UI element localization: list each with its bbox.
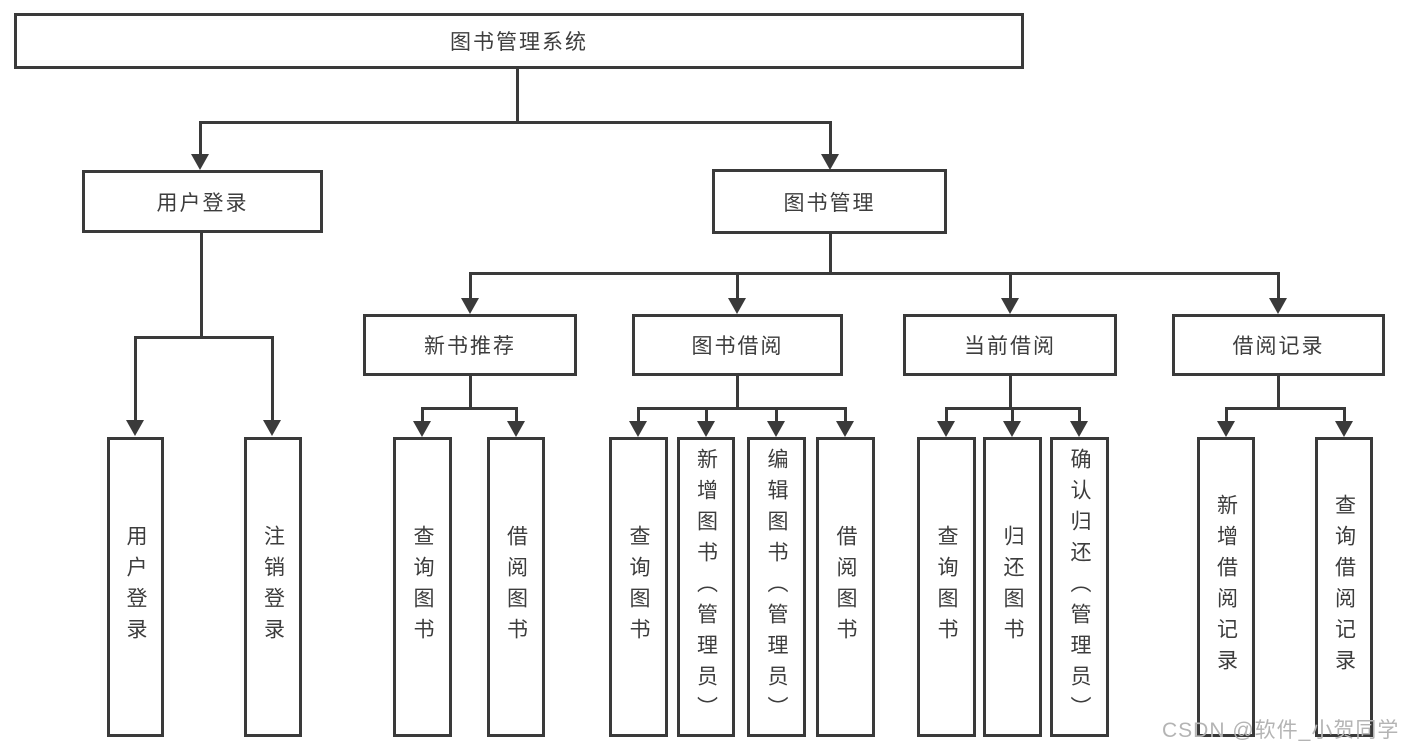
node-book-management-label: 图书管理	[783, 191, 876, 215]
arrow-to-current-borrow	[1001, 298, 1019, 314]
leaf-records-query: 查询借阅记录	[1315, 437, 1373, 737]
arrow-to-leaf-login	[126, 420, 144, 436]
connector-drop-rc1	[1225, 407, 1228, 423]
leaf-logout: 注销登录	[244, 437, 302, 737]
leaf-user-login-label: 用户登录	[124, 525, 147, 649]
connector-drop-book-mgmt	[829, 121, 832, 155]
node-current-borrow: 当前借阅	[903, 314, 1117, 376]
arrow-to-cr3	[1070, 421, 1088, 437]
connector-drop-bw1	[637, 407, 640, 423]
leaf-borrow-edit-book: 编辑图书（管理员）	[747, 437, 806, 737]
connector-newbook-rail	[421, 407, 517, 410]
leaf-borrow-add-book: 新增图书（管理员）	[677, 437, 735, 737]
leaf-current-query: 查询图书	[917, 437, 976, 737]
arrow-to-bw3	[767, 421, 785, 437]
leaf-current-return: 归还图书	[983, 437, 1042, 737]
leaf-records-query-label: 查询借阅记录	[1332, 494, 1356, 680]
arrow-to-leaf-logout	[263, 420, 281, 436]
arrow-to-bw4	[836, 421, 854, 437]
node-current-borrow-label: 当前借阅	[964, 335, 1056, 358]
arrow-to-cr1	[937, 421, 955, 437]
connector-drop-cr2	[1011, 407, 1014, 423]
connector-drop-borrow-records	[1277, 272, 1280, 298]
connector-user-rail	[134, 336, 274, 339]
leaf-newbook-borrow: 借阅图书	[487, 437, 545, 737]
arrow-to-bw2	[697, 421, 715, 437]
arrow-to-book-mgmt	[821, 154, 839, 170]
arrow-to-bw1	[629, 421, 647, 437]
connector-drop-cr3	[1078, 407, 1081, 423]
node-borrow-records-label: 借阅记录	[1232, 335, 1325, 358]
arrow-to-new-book	[461, 298, 479, 314]
leaf-borrow-query: 查询图书	[609, 437, 668, 737]
connector-records-stem	[1277, 376, 1280, 407]
connector-drop-bw4	[844, 407, 847, 423]
connector-borrow-stem	[736, 376, 739, 407]
connector-root-stem	[516, 69, 519, 121]
node-book-borrow: 图书借阅	[632, 314, 843, 376]
leaf-logout-label: 注销登录	[261, 525, 285, 649]
connector-current-stem	[1009, 376, 1012, 407]
node-root-label: 图书管理系统	[450, 31, 588, 54]
leaf-records-add: 新增借阅记录	[1197, 437, 1255, 737]
connector-level1-rail	[199, 121, 832, 124]
connector-drop-rc2	[1343, 407, 1346, 423]
connector-drop-leaf-login	[134, 336, 137, 420]
connector-records-rail	[1225, 407, 1345, 410]
leaf-current-query-label: 查询图书	[935, 525, 958, 649]
leaf-newbook-borrow-label: 借阅图书	[504, 525, 528, 649]
node-new-book-recommend-label: 新书推荐	[424, 335, 516, 358]
connector-drop-new-book	[469, 272, 472, 298]
connector-drop-user-login	[199, 121, 202, 155]
leaf-current-confirm-return: 确认归还（管理员）	[1050, 437, 1109, 737]
leaf-borrow-borrow-book-label: 借阅图书	[834, 525, 857, 649]
connector-borrow-rail	[637, 407, 846, 410]
arrow-to-cr2	[1003, 421, 1021, 437]
leaf-current-return-label: 归还图书	[1001, 525, 1024, 649]
leaf-borrow-edit-book-label: 编辑图书（管理员）	[765, 447, 788, 727]
csdn-watermark: CSDN @软件_小贺同学	[1162, 719, 1400, 742]
node-new-book-recommend: 新书推荐	[363, 314, 577, 376]
leaf-newbook-query-label: 查询图书	[411, 525, 434, 649]
leaf-current-confirm-return-label: 确认归还（管理员）	[1068, 447, 1091, 727]
leaf-borrow-query-label: 查询图书	[627, 525, 650, 649]
arrow-to-nb1	[413, 421, 431, 437]
node-borrow-records: 借阅记录	[1172, 314, 1385, 376]
connector-drop-cr1	[945, 407, 948, 423]
node-user-login: 用户登录	[82, 170, 323, 233]
connector-drop-book-borrow	[736, 272, 739, 298]
connector-level2-rail	[469, 272, 1280, 275]
connector-newbook-stem	[469, 376, 472, 407]
connector-drop-nb2	[515, 407, 518, 423]
node-book-borrow-label: 图书借阅	[691, 335, 784, 358]
arrow-to-book-borrow	[728, 298, 746, 314]
arrow-to-nb2	[507, 421, 525, 437]
leaf-borrow-borrow-book: 借阅图书	[816, 437, 875, 737]
arrow-to-borrow-records	[1269, 298, 1287, 314]
connector-drop-current-borrow	[1009, 272, 1012, 298]
arrow-to-user-login	[191, 154, 209, 170]
node-user-login-label: 用户登录	[156, 191, 249, 215]
node-root: 图书管理系统	[14, 13, 1024, 69]
node-book-management: 图书管理	[712, 169, 947, 234]
connector-user-stem	[200, 233, 203, 336]
connector-drop-leaf-logout	[271, 336, 274, 420]
connector-drop-nb1	[421, 407, 424, 423]
leaf-user-login: 用户登录	[107, 437, 164, 737]
arrow-to-rc2	[1335, 421, 1353, 437]
connector-drop-bw2	[705, 407, 708, 423]
arrow-to-rc1	[1217, 421, 1235, 437]
leaf-records-add-label: 新增借阅记录	[1214, 494, 1238, 680]
connector-mgmt-stem	[829, 234, 832, 272]
leaf-newbook-query: 查询图书	[393, 437, 452, 737]
leaf-borrow-add-book-label: 新增图书（管理员）	[694, 447, 718, 727]
connector-drop-bw3	[775, 407, 778, 423]
